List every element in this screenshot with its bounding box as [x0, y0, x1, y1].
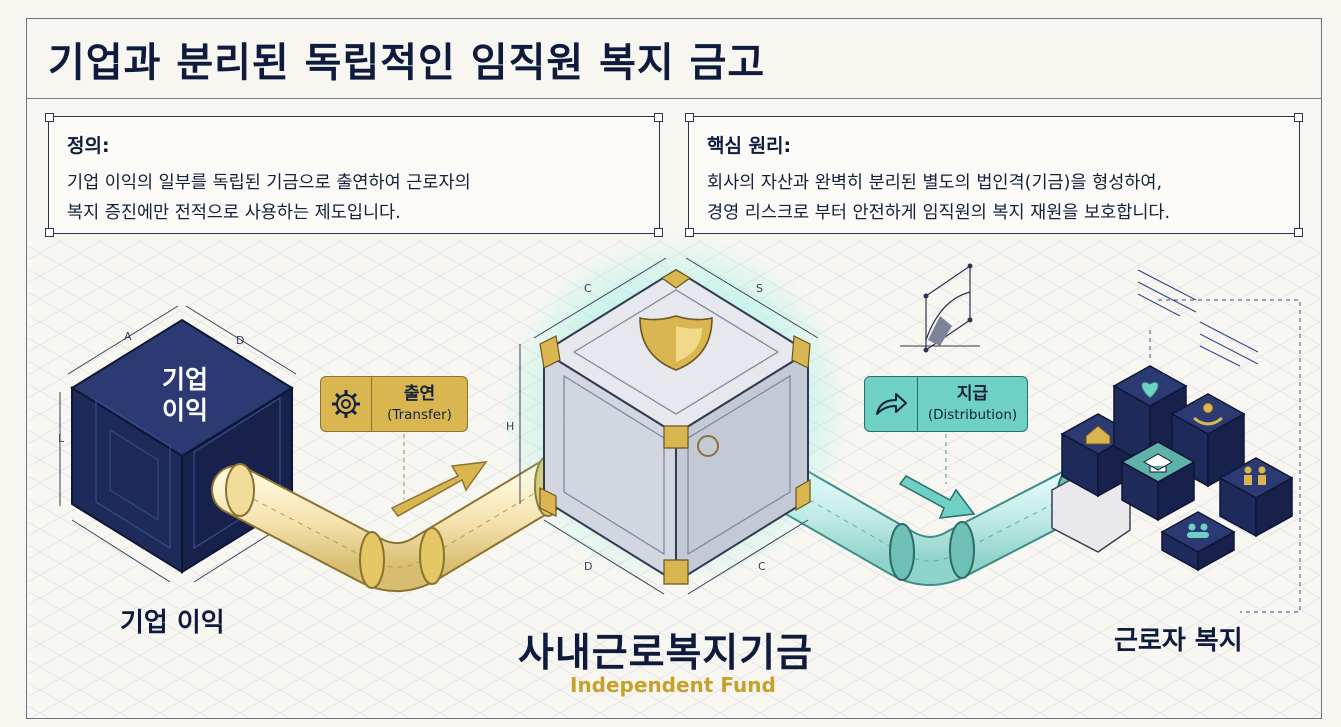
definition-heading: 정의: [67, 135, 110, 157]
transfer-tag: 출연 (Transfer) [320, 376, 468, 432]
source-label: 기업 이익 [120, 608, 225, 638]
arrow-share-icon [876, 393, 907, 415]
transfer-icon-wrap [321, 377, 372, 431]
company-profit-cube [59, 305, 297, 583]
transfer-label-ko: 출연 [403, 384, 436, 404]
distribution-icon-wrap [865, 377, 918, 431]
welfare-fund-vault [501, 235, 851, 595]
cube-label-line-2: 이익 [161, 396, 208, 425]
definition-box: 정의: 기업 이익의 일부를 독립된 기금으로 출연하여 근로자의 복지 증진에… [45, 113, 663, 237]
fund-label: 사내근로복지기금 [518, 631, 814, 676]
transfer-label-en: (Transfer) [387, 407, 452, 423]
gear-icon [332, 390, 360, 418]
heart-pulse-icon [1141, 381, 1159, 399]
dim-label-l: L [58, 432, 65, 445]
distribution-label-en: (Distribution) [927, 407, 1018, 423]
home-icon [1085, 425, 1111, 445]
fund-sublabel: Independent Fund [570, 673, 776, 697]
tech-sketch [900, 263, 980, 353]
distribution-direction-arrow [898, 434, 976, 519]
welfare-benefits-cluster [1060, 269, 1301, 613]
box-corner-handle [1294, 113, 1303, 122]
transfer-direction-arrow [390, 434, 488, 517]
dim-label-s-top: S [756, 282, 763, 295]
dim-label-a: A [124, 330, 132, 343]
box-corner-handle [1294, 228, 1303, 237]
graduation-cap-icon [1142, 453, 1174, 473]
distribution-pipe [715, 433, 1131, 586]
page-title: 기업과 분리된 독립적인 임직원 복지 금고 [48, 40, 766, 86]
title-divider [26, 98, 1322, 99]
definition-line-1: 기업 이익의 일부를 독립된 기금으로 출연하여 근로자의 [67, 173, 471, 193]
dim-label-c-top: C [584, 282, 592, 295]
distribution-tag: 지급 (Distribution) [864, 376, 1028, 432]
box-corner-handle [45, 228, 54, 237]
principle-box: 핵심 원리: 회사의 자산과 완벽히 분리된 별도의 법인격(기금)을 형성하여… [685, 113, 1303, 237]
outer-frame [26, 18, 1322, 719]
dim-label-c-bottom: C [758, 560, 766, 573]
dim-label-d: D [236, 334, 245, 347]
family-icon [1244, 466, 1266, 485]
box-corner-handle [685, 113, 694, 122]
principle-heading: 핵심 원리: [707, 135, 792, 157]
dim-label-d-bottom: D [584, 560, 593, 573]
principle-line-1: 회사의 자산과 완벽히 분리된 별도의 법인격(기금)을 형성하여, [707, 173, 1163, 193]
box-corner-handle [45, 113, 54, 122]
welfare-label: 근로자 복지 [1114, 626, 1243, 656]
distribution-label-ko: 지급 [956, 384, 989, 404]
definition-line-2: 복지 증진에만 전적으로 사용하는 제도입니다. [67, 203, 401, 223]
people-icon [1187, 523, 1209, 538]
cube-label-line-1: 기업 [161, 365, 208, 394]
box-corner-handle [654, 113, 663, 122]
cube-label: 기업 이익 [140, 364, 230, 426]
hand-care-icon [1193, 402, 1223, 426]
principle-line-2: 경영 리스크로 부터 안전하게 임직원의 복지 재원을 보호합니다. [707, 203, 1171, 223]
dim-label-h: H [506, 420, 515, 433]
